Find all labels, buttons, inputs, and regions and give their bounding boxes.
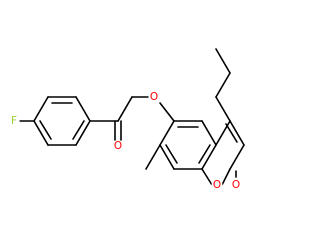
fluorine-atom-label: F [11, 115, 17, 127]
bond [215, 72, 231, 98]
bond [215, 96, 231, 122]
bond [215, 48, 231, 74]
fluorophenyl-ring [33, 96, 91, 146]
atom-labels: F O O O O [8, 91, 242, 191]
bond-inner-double [39, 120, 52, 140]
bond [33, 96, 49, 122]
molecule-structure: F O O O O [8, 48, 245, 191]
bond [229, 144, 245, 170]
bond-inner-double [225, 123, 238, 143]
lactone-carbonyl-oxygen-label: O [232, 179, 240, 191]
bond [159, 144, 175, 170]
bond [75, 96, 91, 122]
ring-oxygen-label: O [213, 179, 221, 191]
bond [33, 120, 49, 146]
bond [215, 120, 231, 146]
coumarin-benzo-ring [159, 120, 217, 170]
structure-canvas: F O O O O [8, 48, 245, 191]
ether-oxygen-label: O [150, 91, 158, 103]
bond [229, 120, 245, 146]
ketone-oxygen-label: O [114, 140, 122, 152]
bond [201, 168, 213, 186]
bond-inner-double [198, 144, 211, 164]
bond-inner-double [72, 120, 85, 140]
ketone-linker [89, 96, 151, 141]
bond [201, 144, 217, 170]
bond [201, 120, 217, 146]
propyl-chain [215, 48, 231, 122]
bond [117, 96, 133, 122]
bond [75, 120, 91, 146]
pyranone-ring [201, 120, 245, 186]
bond [159, 120, 175, 146]
bond-inner-double [165, 144, 178, 164]
bond [221, 168, 231, 186]
bond [159, 102, 175, 122]
methyl-bond [145, 144, 161, 170]
